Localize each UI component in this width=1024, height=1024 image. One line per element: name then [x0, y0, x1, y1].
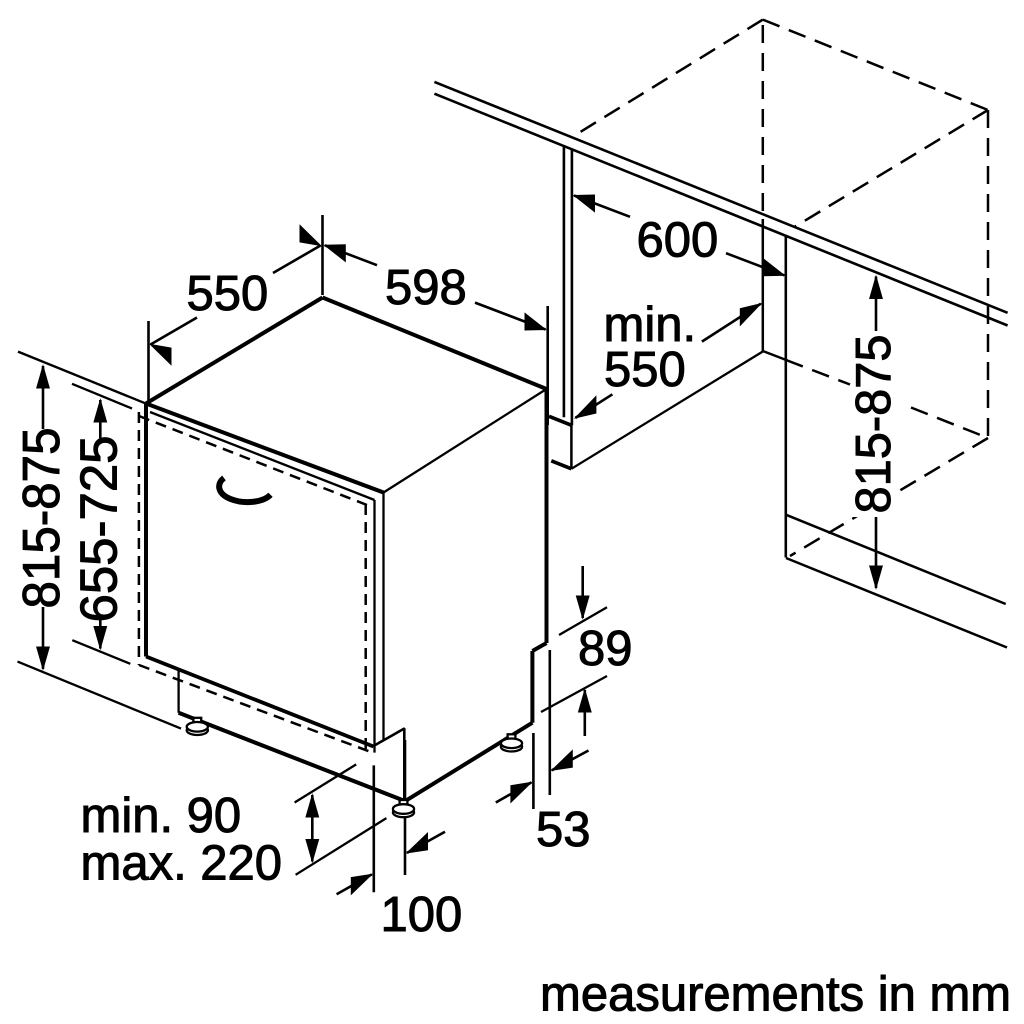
svg-text:550: 550 [187, 267, 269, 321]
svg-text:min.: min. [604, 298, 697, 352]
svg-text:815-875: 815-875 [847, 335, 901, 514]
svg-text:89: 89 [578, 622, 633, 676]
svg-text:598: 598 [385, 261, 467, 315]
svg-text:measurements in mm: measurements in mm [540, 968, 1011, 1022]
svg-text:min. 90: min. 90 [81, 789, 242, 843]
svg-text:655-725: 655-725 [71, 436, 129, 623]
svg-text:600: 600 [637, 214, 719, 268]
svg-text:550: 550 [604, 343, 686, 397]
svg-text:max. 220: max. 220 [81, 837, 283, 891]
svg-text:815-875: 815-875 [13, 428, 71, 609]
svg-text:100: 100 [381, 888, 463, 942]
svg-text:53: 53 [536, 803, 591, 857]
